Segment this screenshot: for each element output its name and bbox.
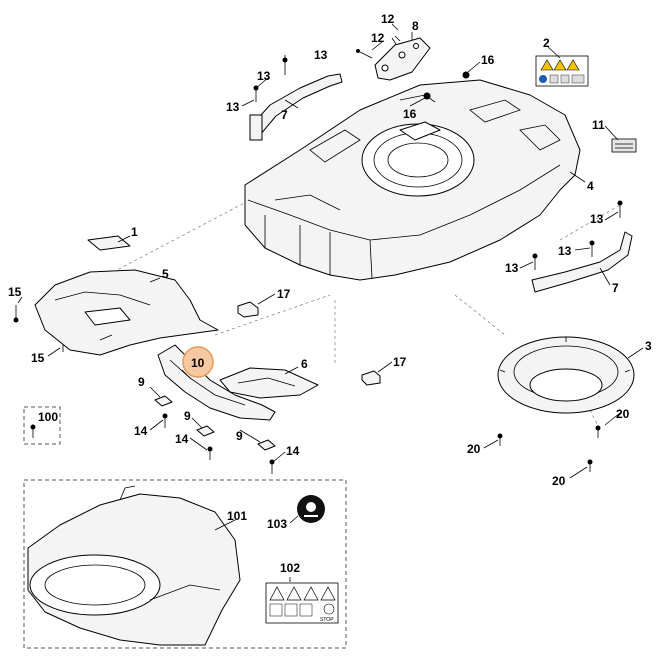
clip-lower[interactable] bbox=[361, 370, 381, 386]
label-16-b[interactable]: 16 bbox=[403, 107, 417, 121]
cover-plate[interactable] bbox=[87, 235, 131, 251]
label-12-mid[interactable]: 12 bbox=[371, 31, 385, 45]
label-17-b[interactable]: 17 bbox=[393, 355, 407, 369]
warning-label bbox=[535, 55, 589, 87]
label-13-e[interactable]: 13 bbox=[558, 244, 572, 258]
clip-upper[interactable] bbox=[237, 301, 259, 318]
stop-text: STOP bbox=[320, 617, 334, 623]
label-4[interactable]: 4 bbox=[587, 179, 594, 193]
serial-label bbox=[611, 138, 637, 153]
label-3[interactable]: 3 bbox=[645, 339, 652, 353]
label-12-top[interactable]: 12 bbox=[381, 12, 395, 26]
part-labels: 1 2 3 4 5 6 7 7 8 9 9 9 10 11 12 12 13 1… bbox=[8, 12, 652, 575]
deflector-plate[interactable] bbox=[219, 367, 319, 399]
label-17-a[interactable]: 17 bbox=[277, 287, 291, 301]
label-9-b[interactable]: 9 bbox=[184, 409, 191, 423]
label-15-a[interactable]: 15 bbox=[8, 285, 22, 299]
label-5[interactable]: 5 bbox=[162, 267, 169, 281]
label-14-b[interactable]: 14 bbox=[175, 432, 189, 446]
label-20-c[interactable]: 20 bbox=[552, 474, 566, 488]
front-cover[interactable] bbox=[34, 269, 219, 356]
label-14-c[interactable]: 14 bbox=[286, 444, 300, 458]
label-103[interactable]: 103 bbox=[267, 517, 287, 531]
label-8[interactable]: 8 bbox=[412, 19, 419, 33]
label-20-b[interactable]: 20 bbox=[467, 442, 481, 456]
label-13-f[interactable]: 13 bbox=[505, 261, 519, 275]
label-13-c[interactable]: 13 bbox=[226, 100, 240, 114]
rail-left[interactable] bbox=[249, 73, 343, 141]
label-14-a[interactable]: 14 bbox=[134, 424, 148, 438]
complete-deck-box: STOP bbox=[23, 479, 347, 649]
label-100[interactable]: 100 bbox=[38, 410, 58, 424]
label-2[interactable]: 2 bbox=[543, 36, 550, 50]
label-9-a[interactable]: 9 bbox=[138, 375, 145, 389]
label-13-d[interactable]: 13 bbox=[590, 212, 604, 226]
label-7-left[interactable]: 7 bbox=[281, 108, 288, 122]
label-20-a[interactable]: 20 bbox=[616, 407, 630, 421]
leader-lines bbox=[17, 23, 644, 582]
kit-box-100 bbox=[23, 406, 61, 445]
label-7-right[interactable]: 7 bbox=[612, 281, 619, 295]
label-13-b[interactable]: 13 bbox=[257, 69, 271, 83]
screws bbox=[13, 57, 623, 474]
label-15-b[interactable]: 15 bbox=[31, 351, 45, 365]
rail-right[interactable] bbox=[531, 231, 633, 293]
ring-cover[interactable] bbox=[497, 336, 635, 414]
label-102[interactable]: 102 bbox=[280, 561, 300, 575]
label-101[interactable]: 101 bbox=[227, 509, 247, 523]
label-13-a[interactable]: 13 bbox=[314, 48, 328, 62]
mower-deck[interactable] bbox=[244, 79, 581, 281]
bolts-9 bbox=[154, 395, 276, 451]
label-1[interactable]: 1 bbox=[131, 225, 138, 239]
label-6[interactable]: 6 bbox=[301, 357, 308, 371]
label-11[interactable]: 11 bbox=[592, 118, 605, 132]
callout-10-highlight[interactable] bbox=[182, 346, 214, 378]
label-10[interactable]: 10 bbox=[191, 356, 205, 370]
handle-bracket[interactable] bbox=[356, 35, 431, 81]
label-16-a[interactable]: 16 bbox=[481, 53, 495, 67]
label-9-c[interactable]: 9 bbox=[236, 429, 243, 443]
